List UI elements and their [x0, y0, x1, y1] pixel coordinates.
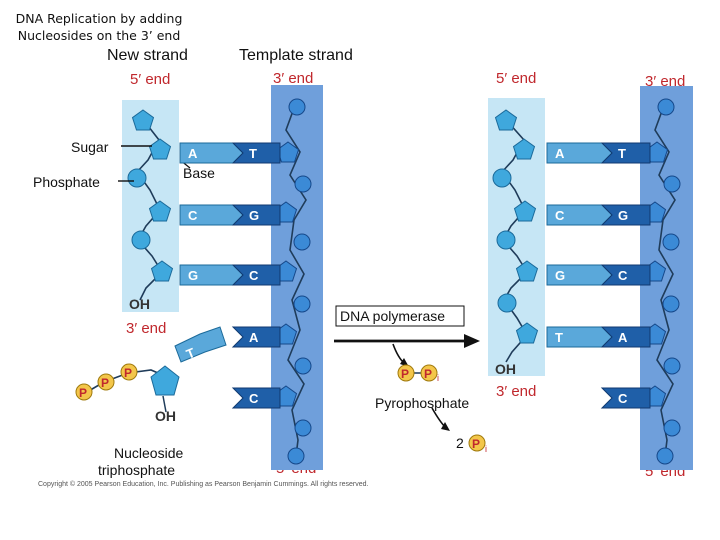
left-template-base-letter-1: G: [249, 208, 259, 223]
nucleoside-label-2: triphosphate: [98, 462, 176, 478]
left-template-phosphates: [287, 98, 312, 465]
incoming-oh-label: OH: [155, 408, 176, 424]
incoming-phosphates: P P P: [75, 363, 138, 401]
nucleoside-label-1: Nucleoside: [114, 445, 184, 461]
left-template-base-letter-0: T: [249, 146, 257, 161]
new-strand-label: New strand: [107, 47, 188, 64]
title-line-2: Nucleosides on the 3’ end: [17, 28, 181, 43]
right-new-3prime-label: 3′ end: [496, 383, 537, 400]
svg-text:2: 2: [456, 435, 464, 451]
slide-title: DNA Replication by adding Nucleosides on…: [4, 10, 194, 44]
phosphate-p3: [120, 363, 138, 381]
left-template-base-4: [231, 387, 281, 409]
left-new-phosphates: [127, 168, 151, 250]
incoming-base-t: [174, 326, 227, 363]
base-label: Base: [183, 165, 215, 181]
left-new-strand-band: [122, 100, 179, 312]
left-new-3prime-label: 3′ end: [126, 320, 167, 337]
incoming-sugar: [150, 365, 180, 396]
left-template-base-3: [231, 326, 281, 348]
right-template-base-letter-3: A: [618, 330, 628, 345]
right-new-base-letter-3: T: [555, 330, 563, 345]
phosphate-label: Phosphate: [33, 174, 100, 190]
right-template-base-letter-1: G: [618, 208, 628, 223]
svg-text:i: i: [485, 444, 487, 454]
left-oh-label: OH: [129, 296, 150, 312]
svg-text:DNA polymerase: DNA polymerase: [340, 308, 445, 324]
left-template-3prime-label: 3′ end: [273, 70, 314, 87]
pyrophosphate-label: Pyrophosphate: [375, 395, 470, 411]
phosphate-p1: [75, 383, 93, 401]
left-new-base-letter-1: C: [188, 208, 198, 223]
sugar-label: Sugar: [71, 139, 109, 155]
right-new-base-letter-0: A: [555, 146, 565, 161]
svg-text:P: P: [124, 366, 132, 380]
dna-polymerase-box: DNA polymerase: [335, 305, 465, 327]
right-oh-label: OH: [495, 361, 516, 377]
reaction-arrow: [334, 334, 480, 348]
right-template-base-letter-2: C: [618, 268, 628, 283]
left-template-base-1: [231, 204, 281, 226]
right-new-phosphates: [492, 168, 517, 313]
right-template-base-letter-4: C: [618, 391, 628, 406]
pyrophosphate-icon: P P i: [397, 364, 439, 383]
incoming-nucleotide: T OH: [86, 326, 227, 424]
left-template-base-letter-3: A: [249, 330, 259, 345]
right-new-5prime-label: 5′ end: [496, 70, 537, 87]
left-template-base-2: [231, 264, 281, 286]
right-template-backbone: [654, 99, 676, 457]
svg-text:P: P: [424, 367, 432, 381]
left-new-base-letter-0: A: [188, 146, 198, 161]
svg-text:P: P: [401, 367, 409, 381]
right-new-base-letter-2: G: [555, 268, 565, 283]
svg-text:P: P: [101, 376, 109, 390]
left-template-backbone: [285, 99, 307, 457]
right-template-base-1: [600, 204, 651, 226]
title-line-1: DNA Replication by adding: [15, 11, 183, 26]
svg-text:i: i: [437, 373, 439, 383]
right-template-base-4: [600, 387, 651, 409]
left-template-base-0: [231, 142, 281, 164]
right-template-base-3: [600, 326, 651, 348]
left-new-5prime-label: 5′ end: [130, 71, 171, 88]
right-new-base-letter-1: C: [555, 208, 565, 223]
two-pi-icon: 2 P i: [456, 434, 487, 454]
phosphate-p2: [97, 373, 115, 391]
svg-text:P: P: [472, 437, 480, 451]
left-template-base-letter-2: C: [249, 268, 259, 283]
right-template-base-0: [600, 142, 651, 164]
right-template-phosphates: [656, 98, 681, 465]
left-base-pairs: A T C G G C A C: [179, 142, 281, 409]
right-template-3prime-label: 3′ end: [645, 73, 686, 90]
template-strand-label: Template strand: [239, 47, 353, 64]
copyright-notice: Copyright © 2005 Pearson Education, Inc.…: [38, 481, 369, 488]
right-template-base-letter-0: T: [618, 146, 626, 161]
left-new-base-letter-2: G: [188, 268, 198, 283]
svg-text:P: P: [79, 386, 87, 400]
right-template-base-2: [600, 264, 651, 286]
left-template-base-letter-4: C: [249, 391, 259, 406]
right-base-pairs: A T C G G C T A C: [546, 142, 651, 409]
